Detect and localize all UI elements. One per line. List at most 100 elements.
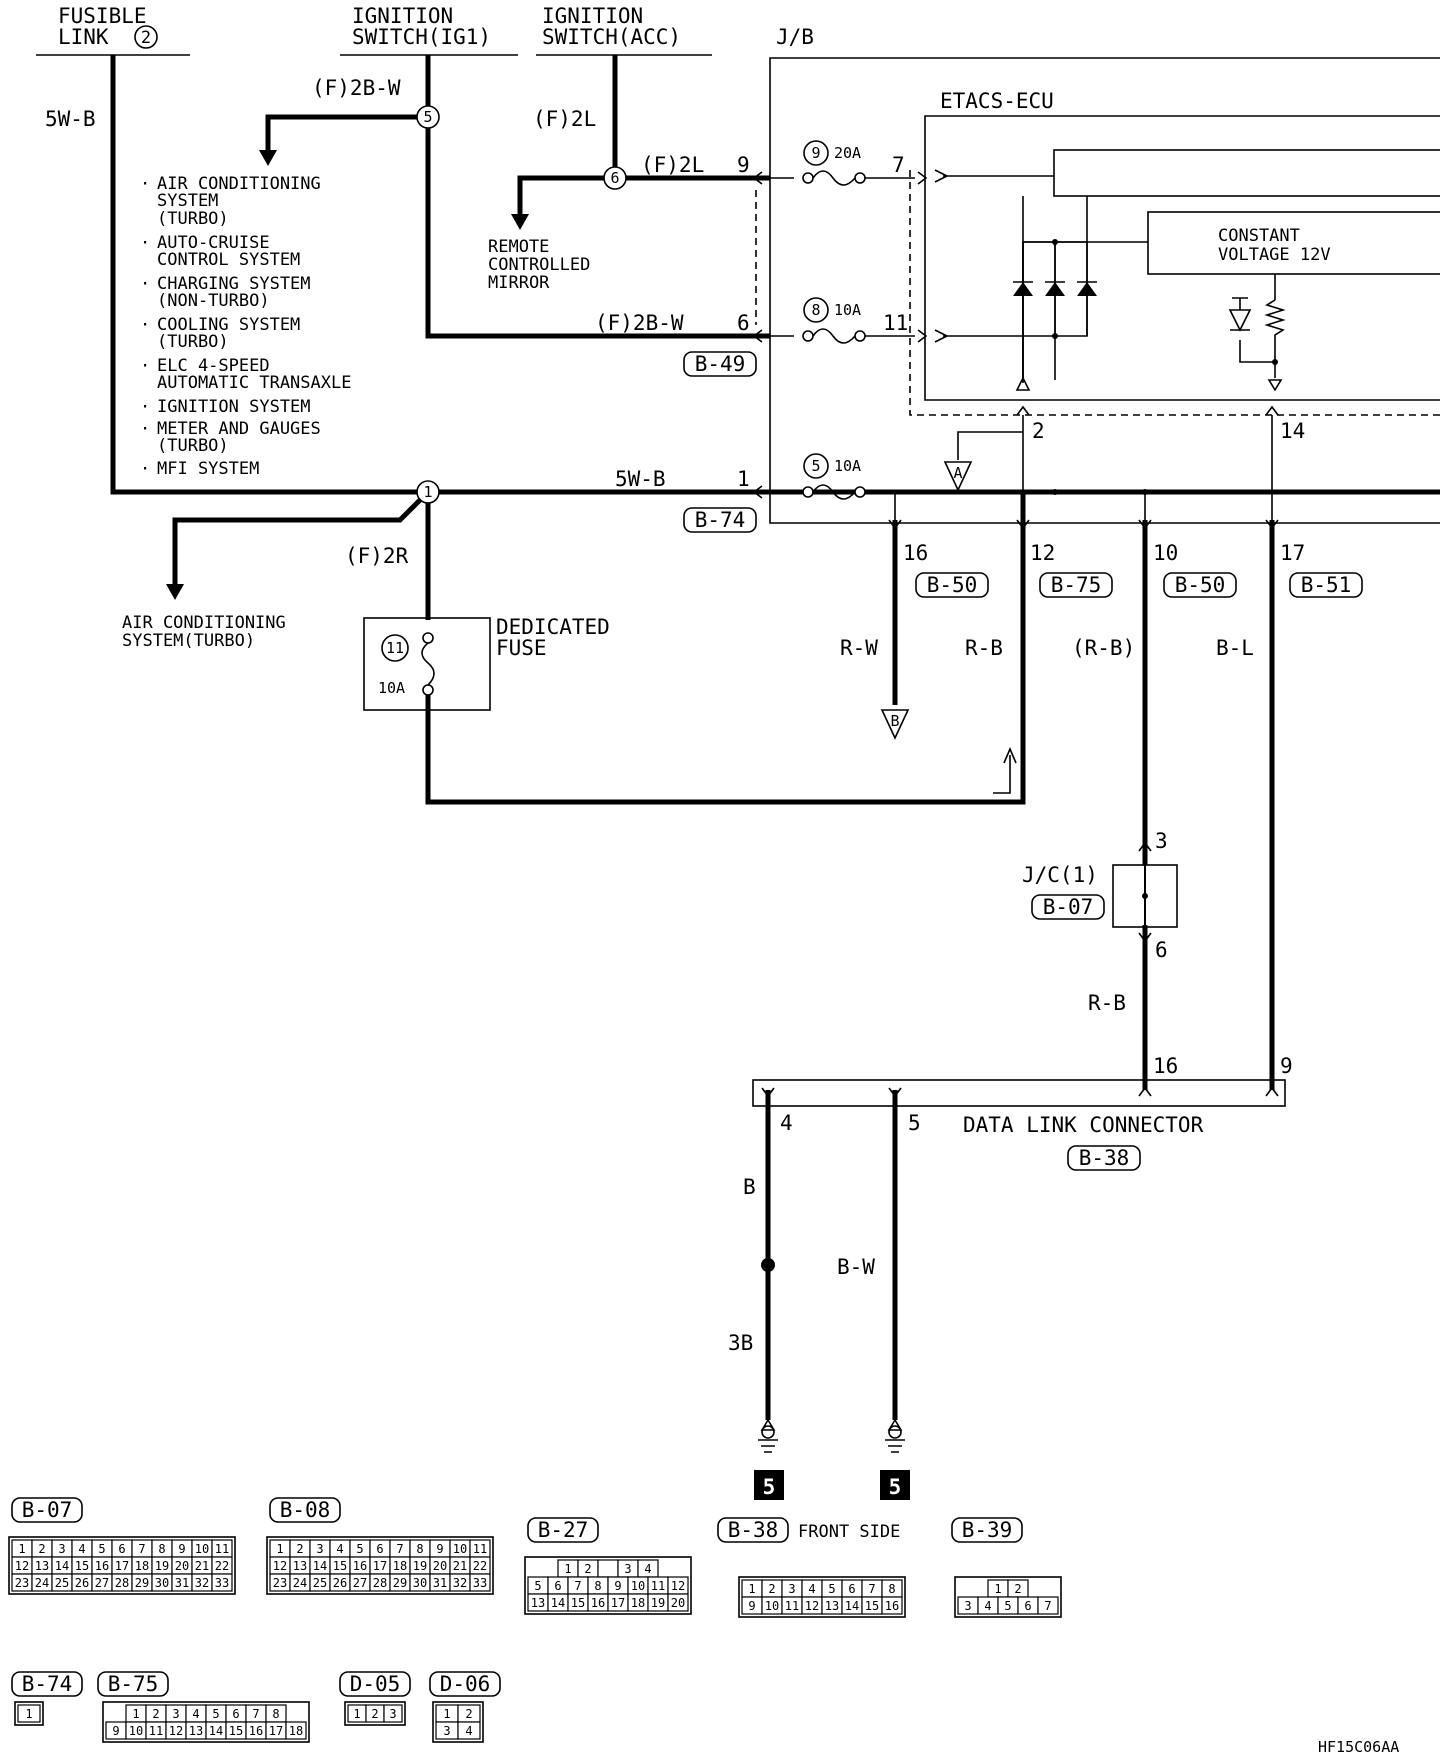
fuse-8: 8 10A xyxy=(802,297,866,344)
connector-pin: 1 xyxy=(443,1707,450,1721)
connector-pin: 4 xyxy=(336,1542,343,1556)
acc-text-1: IGNITION xyxy=(542,4,643,28)
pin-7: 7 xyxy=(892,153,905,177)
splice-5: 5 xyxy=(416,105,440,129)
connector-pin: 15 xyxy=(571,1596,585,1610)
system-text: AUTO-CRUISE xyxy=(157,233,270,253)
system-text: ELC 4-SPEED xyxy=(157,356,270,376)
data-link-connector: DATA LINK CONNECTOR B-38 xyxy=(752,1079,1286,1171)
connector-cell xyxy=(1037,1596,1059,1615)
ig1-text-2: SWITCH(IG1) xyxy=(352,25,491,49)
connector-pin: 1 xyxy=(994,1582,1001,1596)
wire-5w-b xyxy=(110,55,1440,495)
system-text: (TURBO) xyxy=(157,209,229,229)
jc-label: J/C(1) xyxy=(1022,863,1098,887)
connector-pin: 25 xyxy=(313,1576,327,1590)
splice-1: 1 xyxy=(416,480,440,504)
splice-6: 6 xyxy=(603,166,627,190)
connector-cell xyxy=(881,1596,903,1615)
dlc-pin-16: 16 xyxy=(1153,1054,1178,1078)
ground-1-number: 5 xyxy=(763,1475,776,1499)
pin-1: 1 xyxy=(737,467,750,491)
wire-label-r-b-2: R-B xyxy=(1088,991,1126,1015)
wire-label-f2r: (F)2R xyxy=(345,544,409,568)
connector-pin: 1 xyxy=(132,1707,139,1721)
connector-pin: 32 xyxy=(453,1576,467,1590)
fuse-11-num: 11 xyxy=(386,639,404,657)
system-text: (TURBO) xyxy=(157,332,229,352)
fuse-9-rating: 20A xyxy=(834,144,861,162)
connector-pin: 2 xyxy=(296,1542,303,1556)
wire-label-f2l-b: (F)2L xyxy=(641,153,704,177)
connector-pin: 11 xyxy=(473,1542,487,1556)
ref-b07-text: B-07 xyxy=(1043,895,1094,919)
connector-pin: 4 xyxy=(78,1542,85,1556)
dedicated-fuse: 11 10A xyxy=(363,617,491,711)
connector-pin: 21 xyxy=(195,1559,209,1573)
connector-pin: 8 xyxy=(888,1582,895,1596)
connector-pin: 22 xyxy=(215,1559,229,1573)
connector-pin: 30 xyxy=(155,1576,169,1590)
connector-pin: 5 xyxy=(1004,1599,1011,1613)
connector-pin: 3 xyxy=(788,1582,795,1596)
connector-pin: 4 xyxy=(465,1724,472,1738)
connector-pin: 14 xyxy=(845,1599,859,1613)
connector-ref-b75: B-75 xyxy=(1039,572,1113,598)
pin-17: 17 xyxy=(1280,541,1305,565)
connector-pin: 7 xyxy=(138,1542,145,1556)
fuse-11-rating: 10A xyxy=(378,679,405,697)
connector-pin: 16 xyxy=(885,1599,899,1613)
connector-pin: 29 xyxy=(393,1576,407,1590)
connector-pin: 9 xyxy=(436,1542,443,1556)
connector-pin: 1 xyxy=(18,1542,25,1556)
connector-pin: 7 xyxy=(868,1582,875,1596)
connector-pin: 14 xyxy=(551,1596,565,1610)
connector-pin: 24 xyxy=(293,1576,307,1590)
wire-label-b: B xyxy=(743,1175,756,1199)
constant-voltage-text-2: VOLTAGE 12V xyxy=(1218,245,1331,265)
connector-pin: 8 xyxy=(158,1542,165,1556)
connector-caption: FRONT SIDE xyxy=(798,1522,900,1542)
arrow-a-text: A xyxy=(953,464,962,482)
svg-text:·: · xyxy=(140,459,150,479)
fuse-8-num: 8 xyxy=(811,301,820,319)
connector-pin: 10 xyxy=(765,1599,779,1613)
connector-cell xyxy=(667,1593,689,1612)
ref-b50a-text: B-50 xyxy=(927,573,978,597)
pin-10: 10 xyxy=(1153,541,1178,565)
svg-text:·: · xyxy=(140,174,150,194)
fusible-link-number: 2 xyxy=(141,28,151,48)
connector-pin: 17 xyxy=(115,1559,129,1573)
connector-pin: 3 xyxy=(964,1599,971,1613)
wire-label-b-l: B-L xyxy=(1216,636,1254,660)
ignition-switch-acc-label: IGNITION SWITCH(ACC) xyxy=(536,4,712,56)
system-text: METER AND GAUGES xyxy=(157,419,321,439)
connector-pin: 27 xyxy=(353,1576,367,1590)
connector-pin: 14 xyxy=(55,1559,69,1573)
connector-name: B-07 xyxy=(22,1498,73,1522)
connector-pin: 12 xyxy=(273,1559,287,1573)
connector-pin: 8 xyxy=(416,1542,423,1556)
connector-pin: 9 xyxy=(614,1579,621,1593)
connector-cell xyxy=(457,1721,481,1740)
connector-cell xyxy=(211,1573,233,1592)
connector-pin: 1 xyxy=(564,1562,571,1576)
connector-pin: 20 xyxy=(671,1596,685,1610)
connector-housing xyxy=(266,1536,494,1595)
connector-pin: 1 xyxy=(25,1707,32,1721)
jc-pin-3: 3 xyxy=(1155,829,1168,853)
fusible-link-label: FUSIBLE LINK 2 xyxy=(36,4,190,56)
connector-housing xyxy=(8,1536,236,1595)
splice-6-text: 6 xyxy=(610,169,619,187)
ref-b38-text: B-38 xyxy=(1079,1146,1130,1170)
connector-pin: 7 xyxy=(396,1542,403,1556)
connector-pin: 17 xyxy=(269,1724,283,1738)
connector-pin: 10 xyxy=(453,1542,467,1556)
connector-pin: 3 xyxy=(389,1707,396,1721)
arrow-b-symbol: B xyxy=(880,709,910,740)
